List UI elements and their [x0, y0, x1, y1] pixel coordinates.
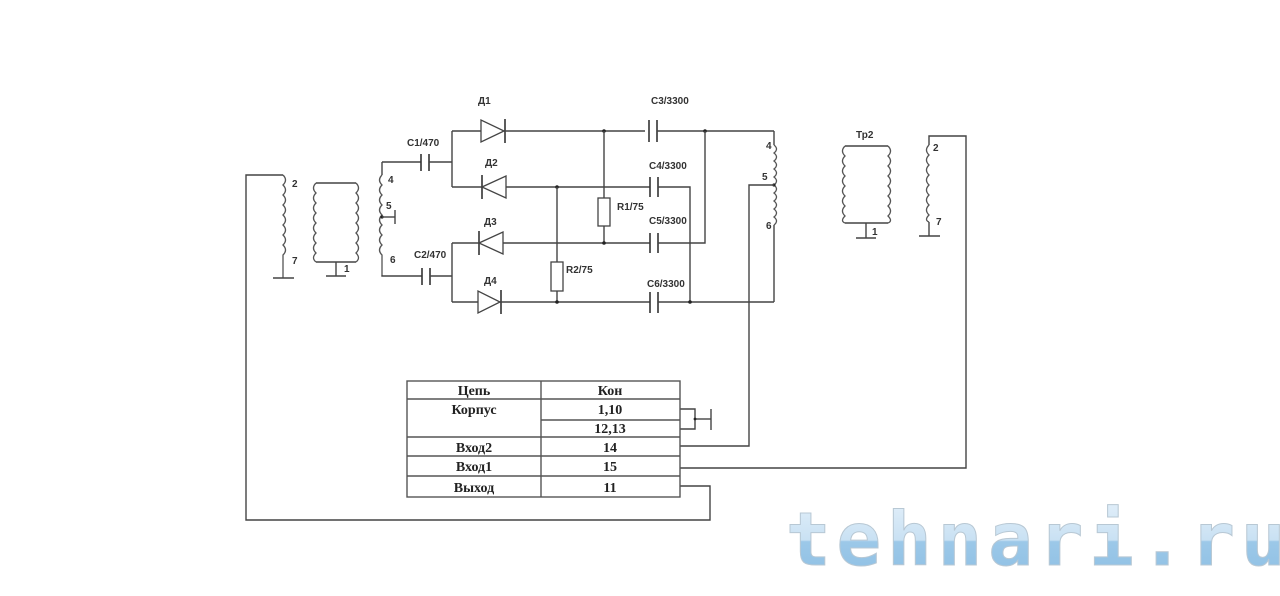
d2-label: Д2: [485, 158, 498, 169]
r2-label: R2/75: [566, 265, 593, 276]
pin-table: Цепь Кон Корпус 1,10 12,13 Вход2 14 Вход…: [406, 380, 681, 498]
d3-label: Д3: [484, 217, 497, 228]
output-tap-winding: 4 5 6: [680, 131, 778, 447]
diode-d1: Д1: [452, 96, 645, 144]
pin-label-6: 6: [390, 255, 396, 266]
tr2-pin-label-1: 1: [872, 227, 878, 238]
table-cell-contacts: 15: [603, 460, 617, 475]
tap-winding: [378, 174, 383, 275]
transformer1: 2 7 1 4 5 6: [273, 162, 396, 279]
out-pin-label-6: 6: [766, 221, 772, 232]
capacitor-c2: C2/470: [381, 250, 452, 285]
table-cell-circuit: Вход2: [456, 441, 492, 456]
capacitor-c5: C5/3300: [649, 131, 706, 253]
diode-d3: Д3: [452, 217, 650, 256]
pin-label-5: 5: [386, 201, 392, 212]
table-cell-circuit: Выход: [454, 481, 494, 496]
core-coil-right: [355, 182, 360, 263]
capacitor-c1: C1/470: [382, 138, 452, 171]
c3-label: C3/3300: [651, 96, 689, 107]
out-pin-label-4: 4: [766, 141, 772, 152]
pin-label-1: 1: [344, 264, 350, 275]
capacitor-c3: C3/3300: [648, 96, 774, 142]
table-cell-contacts: 11: [603, 481, 616, 496]
capacitor-c4: C4/3300: [649, 161, 691, 302]
c6-label: C6/3300: [647, 279, 685, 290]
table-cell-circuit: Корпус: [451, 403, 496, 418]
c4-label: C4/3300: [649, 161, 687, 172]
transformer2: Тр2 1 2 7: [680, 130, 967, 469]
tr2-pin-label-7: 7: [936, 217, 942, 228]
capacitor-c6: C6/3300: [647, 279, 774, 313]
pin-label-2: 2: [292, 179, 298, 190]
table-cell-contacts: 14: [603, 441, 617, 456]
table-header-circuit: Цепь: [458, 384, 491, 399]
wire-output-loop: [245, 174, 711, 521]
table-cell-circuit: Вход1: [456, 460, 492, 475]
pin-label-4: 4: [388, 175, 394, 186]
diode-d4: Д4: [452, 276, 650, 315]
r1-label: R1/75: [617, 202, 644, 213]
winding-2-7: [282, 174, 287, 278]
table-cell-contacts: 12,13: [594, 422, 626, 437]
resistor-r1: R1/75: [597, 129, 644, 245]
table-header-contacts: Кон: [598, 384, 623, 399]
c5-label: C5/3300: [649, 216, 687, 227]
pin-label-7: 7: [292, 256, 298, 267]
d1-label: Д1: [478, 96, 491, 107]
watermark-logo: tehnari.ru: [786, 497, 1280, 583]
table-cell-contacts: 1,10: [598, 403, 623, 418]
d4-label: Д4: [484, 276, 497, 287]
core-coil-left: [312, 182, 317, 263]
resistor-r2: R2/75: [550, 185, 593, 304]
c2-label: C2/470: [414, 250, 447, 261]
out-pin-label-5: 5: [762, 172, 768, 183]
diode-d2: Д2: [452, 158, 650, 200]
tr2-pin-label-2: 2: [933, 143, 939, 154]
c1-label: C1/470: [407, 138, 440, 149]
tr2-label: Тр2: [856, 130, 874, 141]
